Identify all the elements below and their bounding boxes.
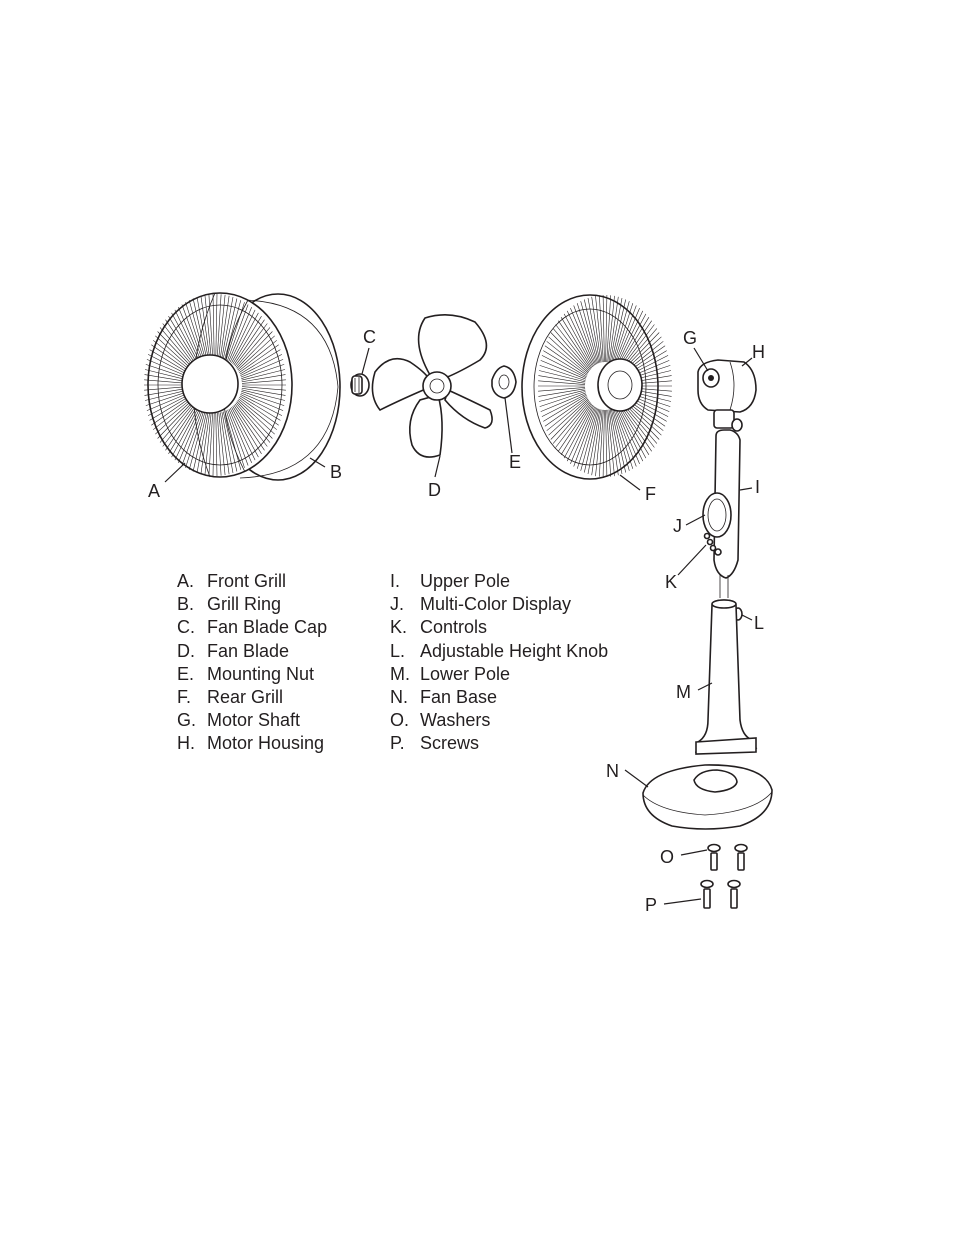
parts-legend-left: A.Front Grill B.Grill Ring C.Fan Blade C… xyxy=(177,570,327,756)
legend-item-j: J.Multi-Color Display xyxy=(390,593,608,616)
callout-j: J xyxy=(673,516,682,536)
callout-e: E xyxy=(509,452,521,472)
rear-grill xyxy=(522,295,672,479)
legend-item-h: H.Motor Housing xyxy=(177,732,327,755)
legend-item-p: P.Screws xyxy=(390,732,608,755)
legend-item-i: I.Upper Pole xyxy=(390,570,608,593)
fan-blade xyxy=(372,315,492,457)
lower-pole xyxy=(696,600,756,754)
callout-l: L xyxy=(754,613,764,633)
callout-b: B xyxy=(330,462,342,482)
motor-shaft xyxy=(703,369,719,387)
legend-item-d: D.Fan Blade xyxy=(177,640,327,663)
parts-legend-right: I.Upper Pole J.Multi-Color Display K.Con… xyxy=(390,570,608,756)
callout-a: A xyxy=(148,481,160,501)
callout-n: N xyxy=(606,761,619,781)
callout-d: D xyxy=(428,480,441,500)
washers xyxy=(708,845,747,871)
legend-item-f: F.Rear Grill xyxy=(177,686,327,709)
callout-p: P xyxy=(645,895,657,915)
legend-item-b: B.Grill Ring xyxy=(177,593,327,616)
callout-k: K xyxy=(665,572,677,592)
callout-o: O xyxy=(660,847,674,867)
legend-item-k: K.Controls xyxy=(390,616,608,639)
callout-c: C xyxy=(363,327,376,347)
screws xyxy=(701,881,740,909)
front-grill xyxy=(144,293,292,477)
callout-h: H xyxy=(752,342,765,362)
legend-item-m: M.Lower Pole xyxy=(390,663,608,686)
legend-item-e: E.Mounting Nut xyxy=(177,663,327,686)
legend-item-o: O.Washers xyxy=(390,709,608,732)
callout-g: G xyxy=(683,328,697,348)
legend-item-a: A.Front Grill xyxy=(177,570,327,593)
legend-item-l: L.Adjustable Height Knob xyxy=(390,640,608,663)
callout-f: F xyxy=(645,484,656,504)
legend-item-n: N.Fan Base xyxy=(390,686,608,709)
callout-m: M xyxy=(676,682,691,702)
legend-item-g: G.Motor Shaft xyxy=(177,709,327,732)
fan-blade-cap xyxy=(351,374,369,396)
multi-color-display xyxy=(703,493,731,537)
legend-item-c: C.Fan Blade Cap xyxy=(177,616,327,639)
callout-i: I xyxy=(755,477,760,497)
mounting-nut xyxy=(492,366,516,398)
fan-base xyxy=(643,765,772,829)
